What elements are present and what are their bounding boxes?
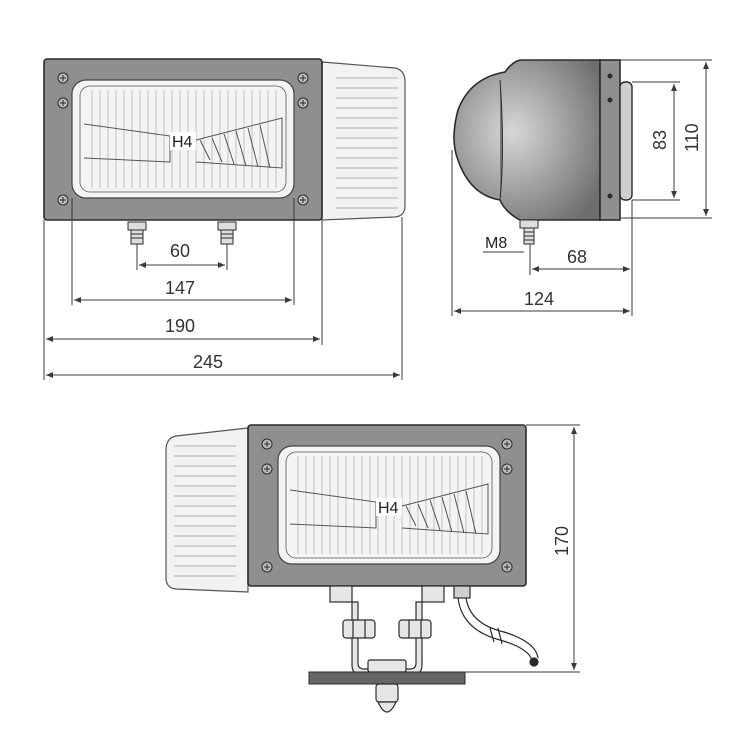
front-mount-bolts (127, 221, 237, 245)
side-dimensions (451, 59, 712, 316)
power-cable (453, 585, 539, 667)
front-screws (57, 72, 309, 206)
front-cover-ribs (336, 77, 398, 209)
dim-lens-height: 83 (650, 130, 670, 150)
front-view: H4 (43, 58, 406, 380)
bracket-screws (261, 438, 513, 573)
bracket-dimensions (465, 424, 580, 673)
bracket-lens-prisms (289, 483, 489, 535)
front-lens-pattern (91, 90, 277, 188)
bracket-lens-pattern (297, 456, 483, 554)
front-dimensions (43, 198, 403, 380)
front-bulb-label: H4 (172, 134, 193, 151)
thread-label: M8 (485, 235, 507, 252)
bracket-view: H4 (165, 424, 580, 713)
dim-lens-width: 147 (165, 278, 195, 298)
mount-bracket (329, 585, 445, 676)
front-lens-inner (79, 85, 287, 193)
dim-bolt-offset: 68 (567, 247, 587, 267)
side-bolt (519, 219, 539, 245)
dim-body-width: 190 (165, 316, 195, 336)
side-lens-edge (619, 81, 633, 201)
bracket-side-cover (165, 427, 249, 593)
mount-nut (375, 683, 399, 713)
dim-overall-width: 245 (193, 352, 223, 372)
side-view: M8 68 124 83 110 (451, 59, 712, 316)
dim-depth: 124 (524, 289, 554, 309)
dim-bolt-spacing: 60 (170, 241, 190, 261)
mount-plate (308, 671, 466, 685)
side-dome (453, 59, 601, 221)
dim-body-height: 110 (682, 123, 702, 152)
dim-total-height: 170 (552, 526, 572, 556)
front-side-cover (321, 61, 406, 221)
bracket-bulb-label: H4 (378, 500, 399, 517)
